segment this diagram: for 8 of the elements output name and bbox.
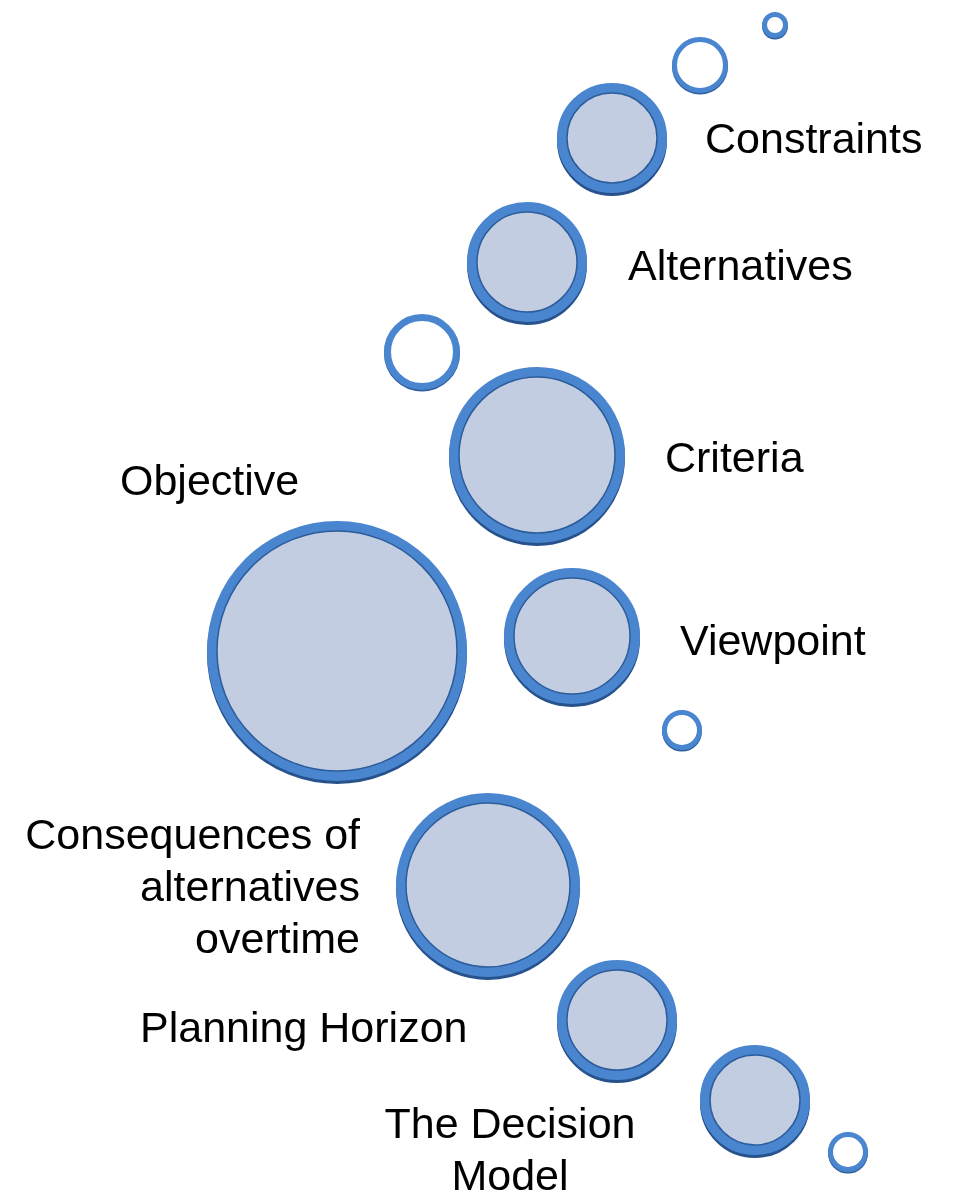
circle-label: Constraints	[705, 113, 923, 164]
circle-label: The Decision Model	[383, 1098, 637, 1195]
circle-label: Alternatives	[628, 240, 853, 291]
circle-label: Objective	[120, 455, 300, 506]
circle-label: Planning Horizon	[140, 1002, 468, 1053]
circle-label: Viewpoint	[680, 615, 866, 666]
circle-label: Criteria	[665, 432, 804, 483]
circle-label: Consequences of alternatives overtime	[24, 809, 360, 964]
